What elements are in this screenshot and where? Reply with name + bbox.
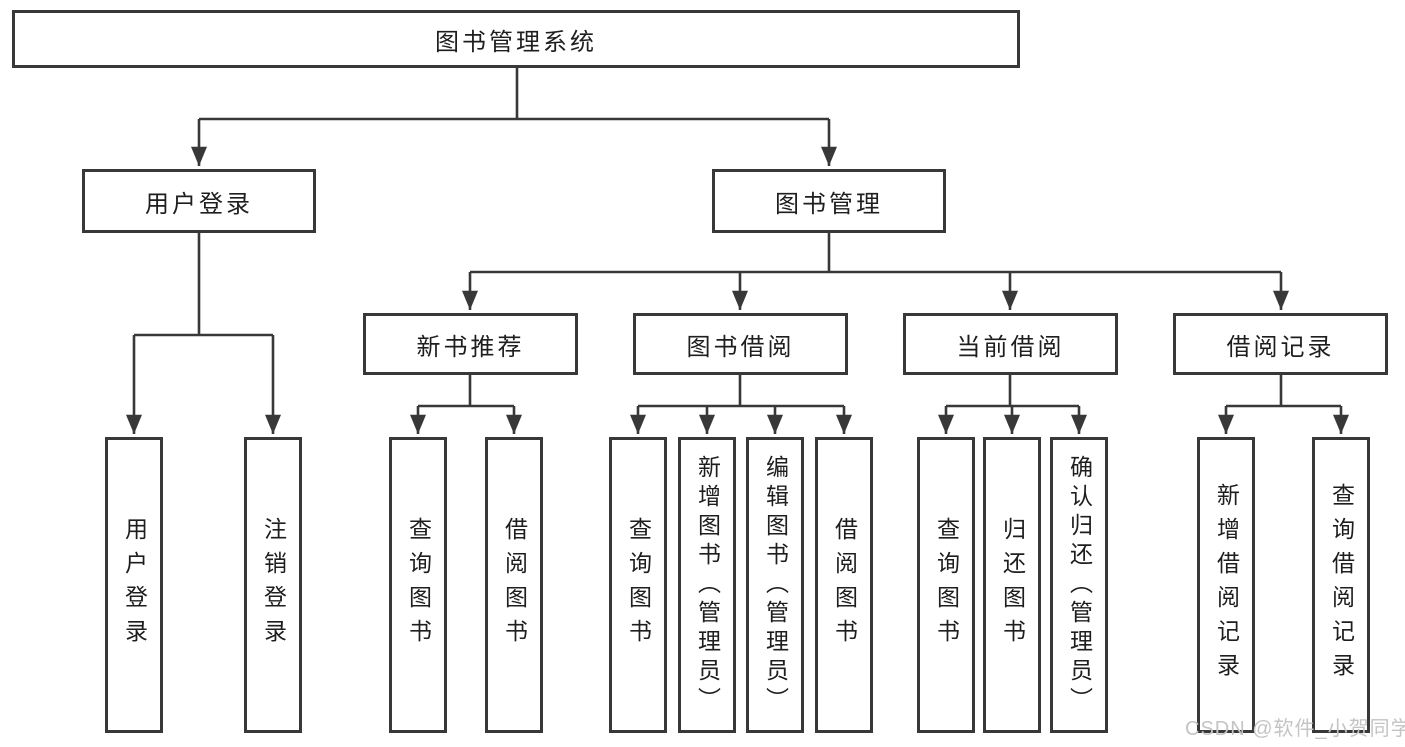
leaf-user-login: 用户登录 <box>105 437 163 733</box>
leaf-label: 用户登录 <box>121 517 148 653</box>
leaf-label: 归还图书 <box>999 517 1026 653</box>
node-label: 借阅记录 <box>1226 333 1335 361</box>
node-current-borrow: 当前借阅 <box>903 313 1118 375</box>
leaf-recommend-borrow-books: 借阅图书 <box>485 437 543 733</box>
leaf-label: 查询图书 <box>625 517 652 653</box>
node-book-management: 图书管理 <box>712 169 946 233</box>
leaf-logout: 注销登录 <box>244 437 302 733</box>
leaf-return-books: 归还图书 <box>983 437 1041 733</box>
leaf-recommend-query-books: 查询图书 <box>389 437 447 733</box>
leaf-label: 查询图书 <box>405 517 432 653</box>
leaf-label: 新增图书（管理员） <box>694 454 721 716</box>
node-label: 当前借阅 <box>956 333 1065 361</box>
leaf-borrow-query-books: 查询图书 <box>609 437 667 733</box>
leaf-add-books-admin: 新增图书（管理员） <box>678 437 736 733</box>
node-label: 图书管理 <box>775 190 883 218</box>
leaf-add-borrow-record: 新增借阅记录 <box>1197 437 1255 733</box>
node-label: 新书推荐 <box>416 333 525 361</box>
node-label: 用户登录 <box>145 190 253 218</box>
node-label: 图书借阅 <box>686 333 795 361</box>
leaf-label: 查询借阅记录 <box>1328 483 1355 687</box>
branch-lines <box>134 68 1341 408</box>
leaf-label: 查询图书 <box>933 517 960 653</box>
leaf-label: 确认归还（管理员） <box>1066 454 1093 716</box>
leaf-label: 注销登录 <box>260 517 287 653</box>
leaf-label: 借阅图书 <box>501 517 528 653</box>
leaf-borrow-books: 借阅图书 <box>815 437 873 733</box>
leaf-edit-books-admin: 编辑图书（管理员） <box>746 437 804 733</box>
node-book-borrow: 图书借阅 <box>633 313 848 375</box>
csdn-watermark: CSDN @软件_小贺同学 <box>1185 718 1405 740</box>
node-borrow-records: 借阅记录 <box>1173 313 1388 375</box>
node-library-management-system: 图书管理系统 <box>12 10 1020 68</box>
leaf-confirm-return-admin: 确认归还（管理员） <box>1050 437 1108 733</box>
leaf-query-borrow-record: 查询借阅记录 <box>1312 437 1370 733</box>
leaf-label: 编辑图书（管理员） <box>762 454 789 716</box>
node-new-book-recommend: 新书推荐 <box>363 313 578 375</box>
node-user-login: 用户登录 <box>82 169 316 233</box>
leaf-label: 新增借阅记录 <box>1213 483 1240 687</box>
node-label: 图书管理系统 <box>435 28 597 56</box>
leaf-current-query-books: 查询图书 <box>917 437 975 733</box>
leaf-label: 借阅图书 <box>831 517 858 653</box>
